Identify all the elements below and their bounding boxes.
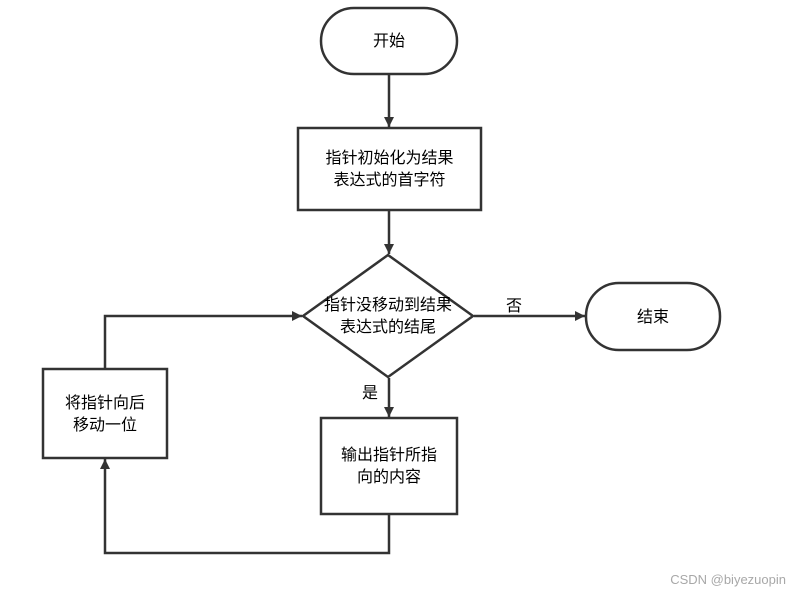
start-terminal-shape <box>319 6 459 76</box>
start-label: 开始 <box>372 31 405 50</box>
watermark-text: CSDN @biyezuopin <box>670 572 786 587</box>
output-label: 输出指针所指 向的内容 <box>340 445 437 486</box>
advance-label: 将指针向后 移动一位 <box>64 392 145 434</box>
decision-label: 指针没移动到结果 表达式的结尾 <box>323 295 452 336</box>
end-label: 结束 <box>636 306 669 326</box>
edge-label-no: 否 <box>506 296 523 315</box>
init-process-shape <box>296 126 483 212</box>
edge-advance-to-decision <box>103 311 302 368</box>
end-terminal-shape <box>584 281 722 352</box>
decision-diamond-shape <box>300 253 476 379</box>
output-process-shape <box>319 416 459 516</box>
edge-output-to-advance <box>100 459 391 555</box>
edge-label-yes: 是 <box>362 383 379 402</box>
init-label: 指针初始化为结果 表达式的首字符 <box>325 148 454 189</box>
advance-process-shape <box>41 367 169 460</box>
